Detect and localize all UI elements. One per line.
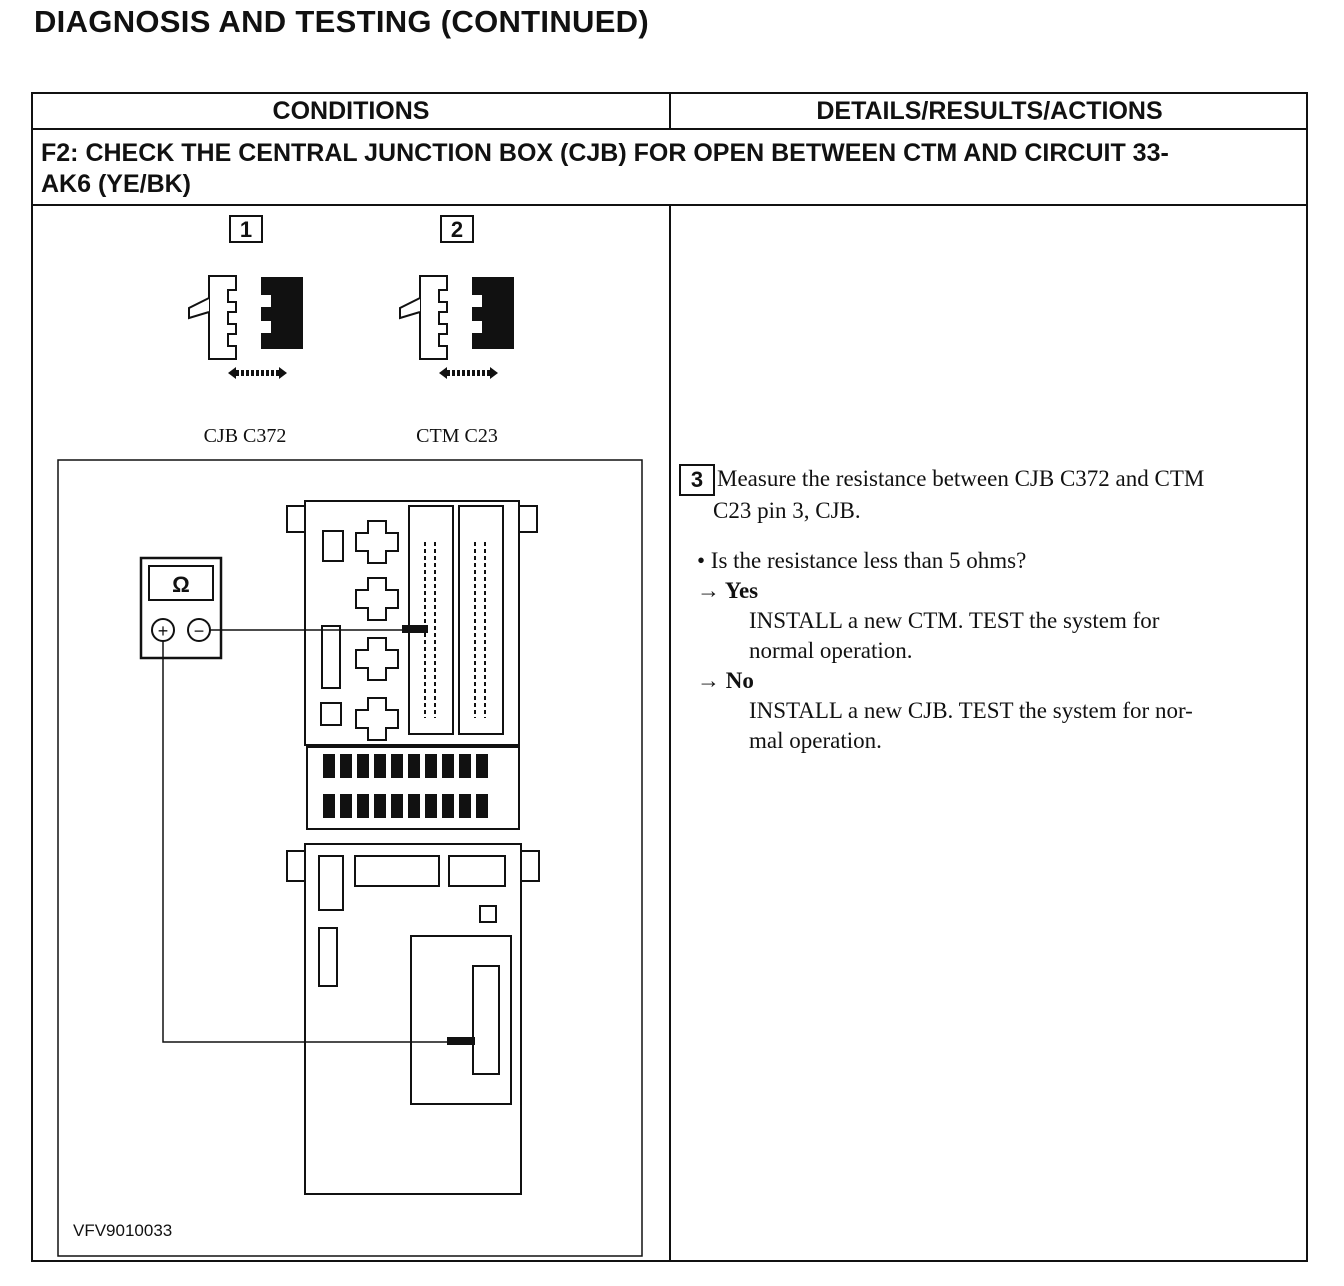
wiring-diagram: 1 2 CJB C xyxy=(57,215,643,1257)
disconnect-icon-2 xyxy=(399,275,514,379)
connector2-label: CTM C23 xyxy=(416,425,498,447)
plus-terminal: + xyxy=(158,621,169,641)
diagram-frame xyxy=(57,459,643,1257)
cjb-upper xyxy=(286,500,538,746)
positive-lead xyxy=(162,641,473,1043)
yes-action-line1: INSTALL a new CTM. TEST the system for xyxy=(749,608,1160,633)
instruction-line1: Measure the resistance between CJB C372 … xyxy=(717,466,1205,491)
yes-label: → Yes xyxy=(697,578,759,603)
probe-tip-2 xyxy=(447,1037,475,1045)
conditions-header: CONDITIONS xyxy=(33,94,671,128)
cjb-lower xyxy=(286,843,540,1195)
figure-id: VFV9010033 xyxy=(73,1221,172,1240)
no-action-line2: mal operation. xyxy=(749,728,882,753)
step2-box xyxy=(440,215,474,243)
header-divider xyxy=(33,128,1306,130)
column-divider xyxy=(669,206,671,1260)
step1-box xyxy=(229,215,263,243)
no-action-line1: INSTALL a new CJB. TEST the system for n… xyxy=(749,698,1193,723)
step-title: F2: CHECK THE CENTRAL JUNCTION BOX (CJB)… xyxy=(41,138,1291,200)
title-divider xyxy=(33,204,1306,206)
conditions-diagram: 1 2 CJB C xyxy=(33,206,669,1262)
ohmmeter: Ω + − xyxy=(139,556,223,660)
yes-action-line2: normal operation. xyxy=(749,638,913,663)
step-title-line1: F2: CHECK THE CENTRAL JUNCTION BOX (CJB)… xyxy=(41,139,1169,167)
no-label: → No xyxy=(697,668,754,693)
details-header: DETAILS/RESULTS/ACTIONS xyxy=(816,97,1163,125)
page-title: DIAGNOSIS AND TESTING (CONTINUED) xyxy=(34,4,649,39)
diagnostic-table: CONDITIONS DETAILS/RESULTS/ACTIONS F2: C… xyxy=(31,92,1308,1262)
connector1-label: CJB C372 xyxy=(204,425,287,447)
step3-number: 3 xyxy=(679,464,715,496)
question: • Is the resistance less than 5 ohms? xyxy=(697,548,1027,573)
step1-number: 1 xyxy=(240,217,252,242)
step-title-line2: AK6 (YE/BK) xyxy=(41,170,192,198)
fuse-block xyxy=(306,746,520,830)
probe-tip-1 xyxy=(402,625,428,633)
minus-terminal: − xyxy=(194,621,205,641)
step2-number: 2 xyxy=(451,217,463,242)
instruction-line2: C23 pin 3, CJB. xyxy=(713,498,861,523)
disconnect-icon-1 xyxy=(188,275,303,379)
ohm-symbol: Ω xyxy=(172,572,190,597)
